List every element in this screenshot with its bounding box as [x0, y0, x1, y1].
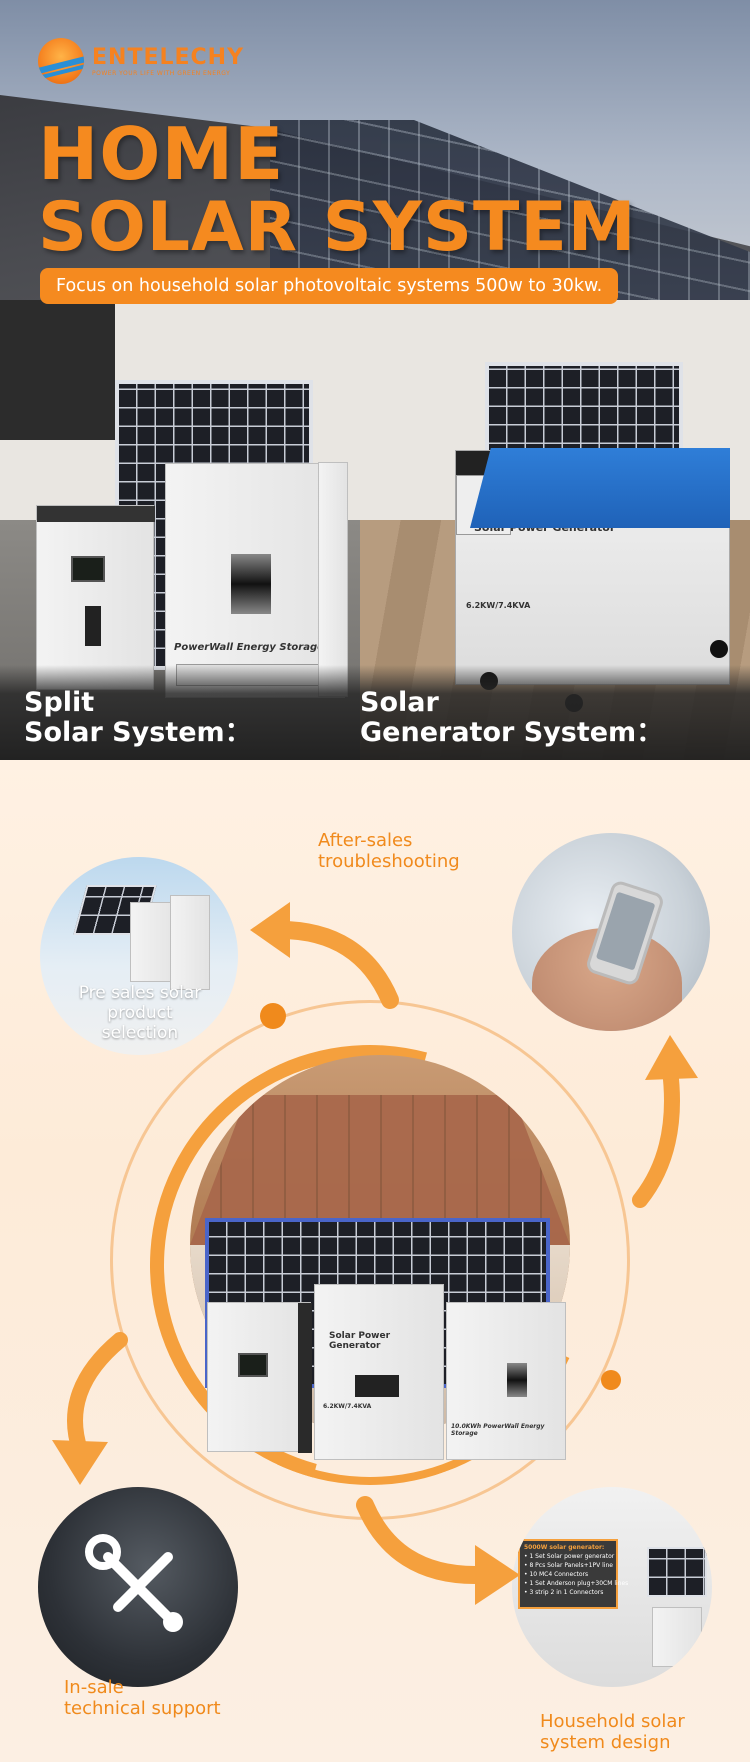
- small-solar-panel: [647, 1547, 707, 1597]
- hero-title-line2: SOLAR SYSTEM: [38, 188, 637, 267]
- troubleshooting-image[interactable]: [512, 833, 710, 1031]
- generator-blue-cover: [470, 448, 730, 528]
- after-sales-line2: troubleshooting: [318, 851, 460, 872]
- technical-support-image[interactable]: [38, 1487, 238, 1687]
- brand-name: ENTELECHY: [92, 45, 245, 70]
- spec-line: • 1 Set Anderson plug+30CM lines: [524, 1580, 629, 1587]
- spec-line: • 10 MC4 Connectors: [524, 1571, 589, 1578]
- in-sale-line2: technical support: [64, 1698, 221, 1719]
- split-system-label: Split Solar System：: [24, 688, 252, 748]
- brand-tagline: POWER YOUR LIFE WITH GREEN ENERGY: [92, 70, 231, 77]
- generator-label-line1: Solar: [360, 687, 439, 718]
- pre-sales-line1: Pre sales solar: [78, 983, 202, 1003]
- after-sales-caption: After-sales troubleshooting: [318, 830, 460, 872]
- arrow-down-left-icon: [52, 1332, 128, 1485]
- pre-sales-line3: selection: [101, 1023, 179, 1043]
- arrow-up-right-icon: [632, 1035, 698, 1208]
- hero-title-line1: HOME: [38, 112, 285, 196]
- cycle-dot: [601, 1370, 621, 1390]
- in-sale-caption: In-sale technical support: [64, 1677, 221, 1719]
- small-generator: [652, 1607, 702, 1667]
- brand-logo[interactable]: ENTELECHY POWER YOUR LIFE WITH GREEN ENE…: [38, 38, 244, 84]
- house-window: [0, 300, 115, 440]
- spec-heading: 5000W solar generator:: [524, 1544, 605, 1551]
- hero-banner: ENTELECHY POWER YOUR LIFE WITH GREEN ENE…: [0, 0, 750, 760]
- label-band: [0, 665, 750, 760]
- small-device: [170, 895, 210, 990]
- powerwall-side: [318, 462, 348, 697]
- hero-subtitle: Focus on household solar photovoltaic sy…: [40, 268, 619, 304]
- pre-sales-image[interactable]: [40, 857, 238, 1055]
- after-sales-line1: After-sales: [318, 830, 413, 851]
- spec-line: • 8 Pcs Solar Panels+1PV line: [524, 1562, 613, 1569]
- design-caption: Household solar system design: [540, 1711, 685, 1753]
- wrench-screwdriver-icon: [85, 1534, 183, 1632]
- generator-system-label: Solar Generator System：: [360, 688, 663, 748]
- cycle-dot: [260, 1003, 286, 1029]
- design-line1: Household solar: [540, 1711, 685, 1732]
- wheel-icon: [710, 640, 728, 658]
- split-label-line2: Solar System：: [24, 717, 252, 748]
- spec-board: 5000W solar generator: • 1 Set Solar pow…: [518, 1539, 629, 1609]
- pre-sales-caption: Pre sales solar product selection: [70, 983, 210, 1043]
- center-storage-label: 10.0KWh PowerWall Energy Storage: [451, 1423, 545, 1437]
- in-sale-line1: In-sale: [64, 1677, 124, 1698]
- center-storage: 10.0KWh PowerWall Energy Storage: [446, 1302, 566, 1460]
- arrow-to-design-icon: [356, 1496, 520, 1605]
- center-generator-rating: 6.2KW/7.4KVA: [323, 1403, 372, 1410]
- spec-line: • 1 Set Solar power generator: [524, 1553, 615, 1560]
- center-generator-label: Solar Power Generator: [329, 1331, 391, 1351]
- spec-line: • 3 strip 2 in 1 Connectors: [524, 1589, 604, 1596]
- center-inverter: [207, 1302, 312, 1453]
- inverter-device: [36, 505, 155, 690]
- system-design-image[interactable]: 5000W solar generator: • 1 Set Solar pow…: [512, 1487, 712, 1687]
- center-generator: Solar Power Generator 6.2KW/7.4KVA: [314, 1284, 444, 1460]
- sun-logo-icon: [38, 38, 84, 84]
- pre-sales-line2: product: [107, 1003, 173, 1023]
- generator-label-line2: Generator System：: [360, 717, 664, 748]
- generator-rating: 6.2KW/7.4KVA: [466, 601, 531, 610]
- arrow-to-pre-sales-icon: [250, 902, 399, 1009]
- split-label-line1: Split: [24, 687, 95, 718]
- design-line2: system design: [540, 1732, 671, 1753]
- powerwall-label: PowerWall Energy Storage: [174, 642, 324, 653]
